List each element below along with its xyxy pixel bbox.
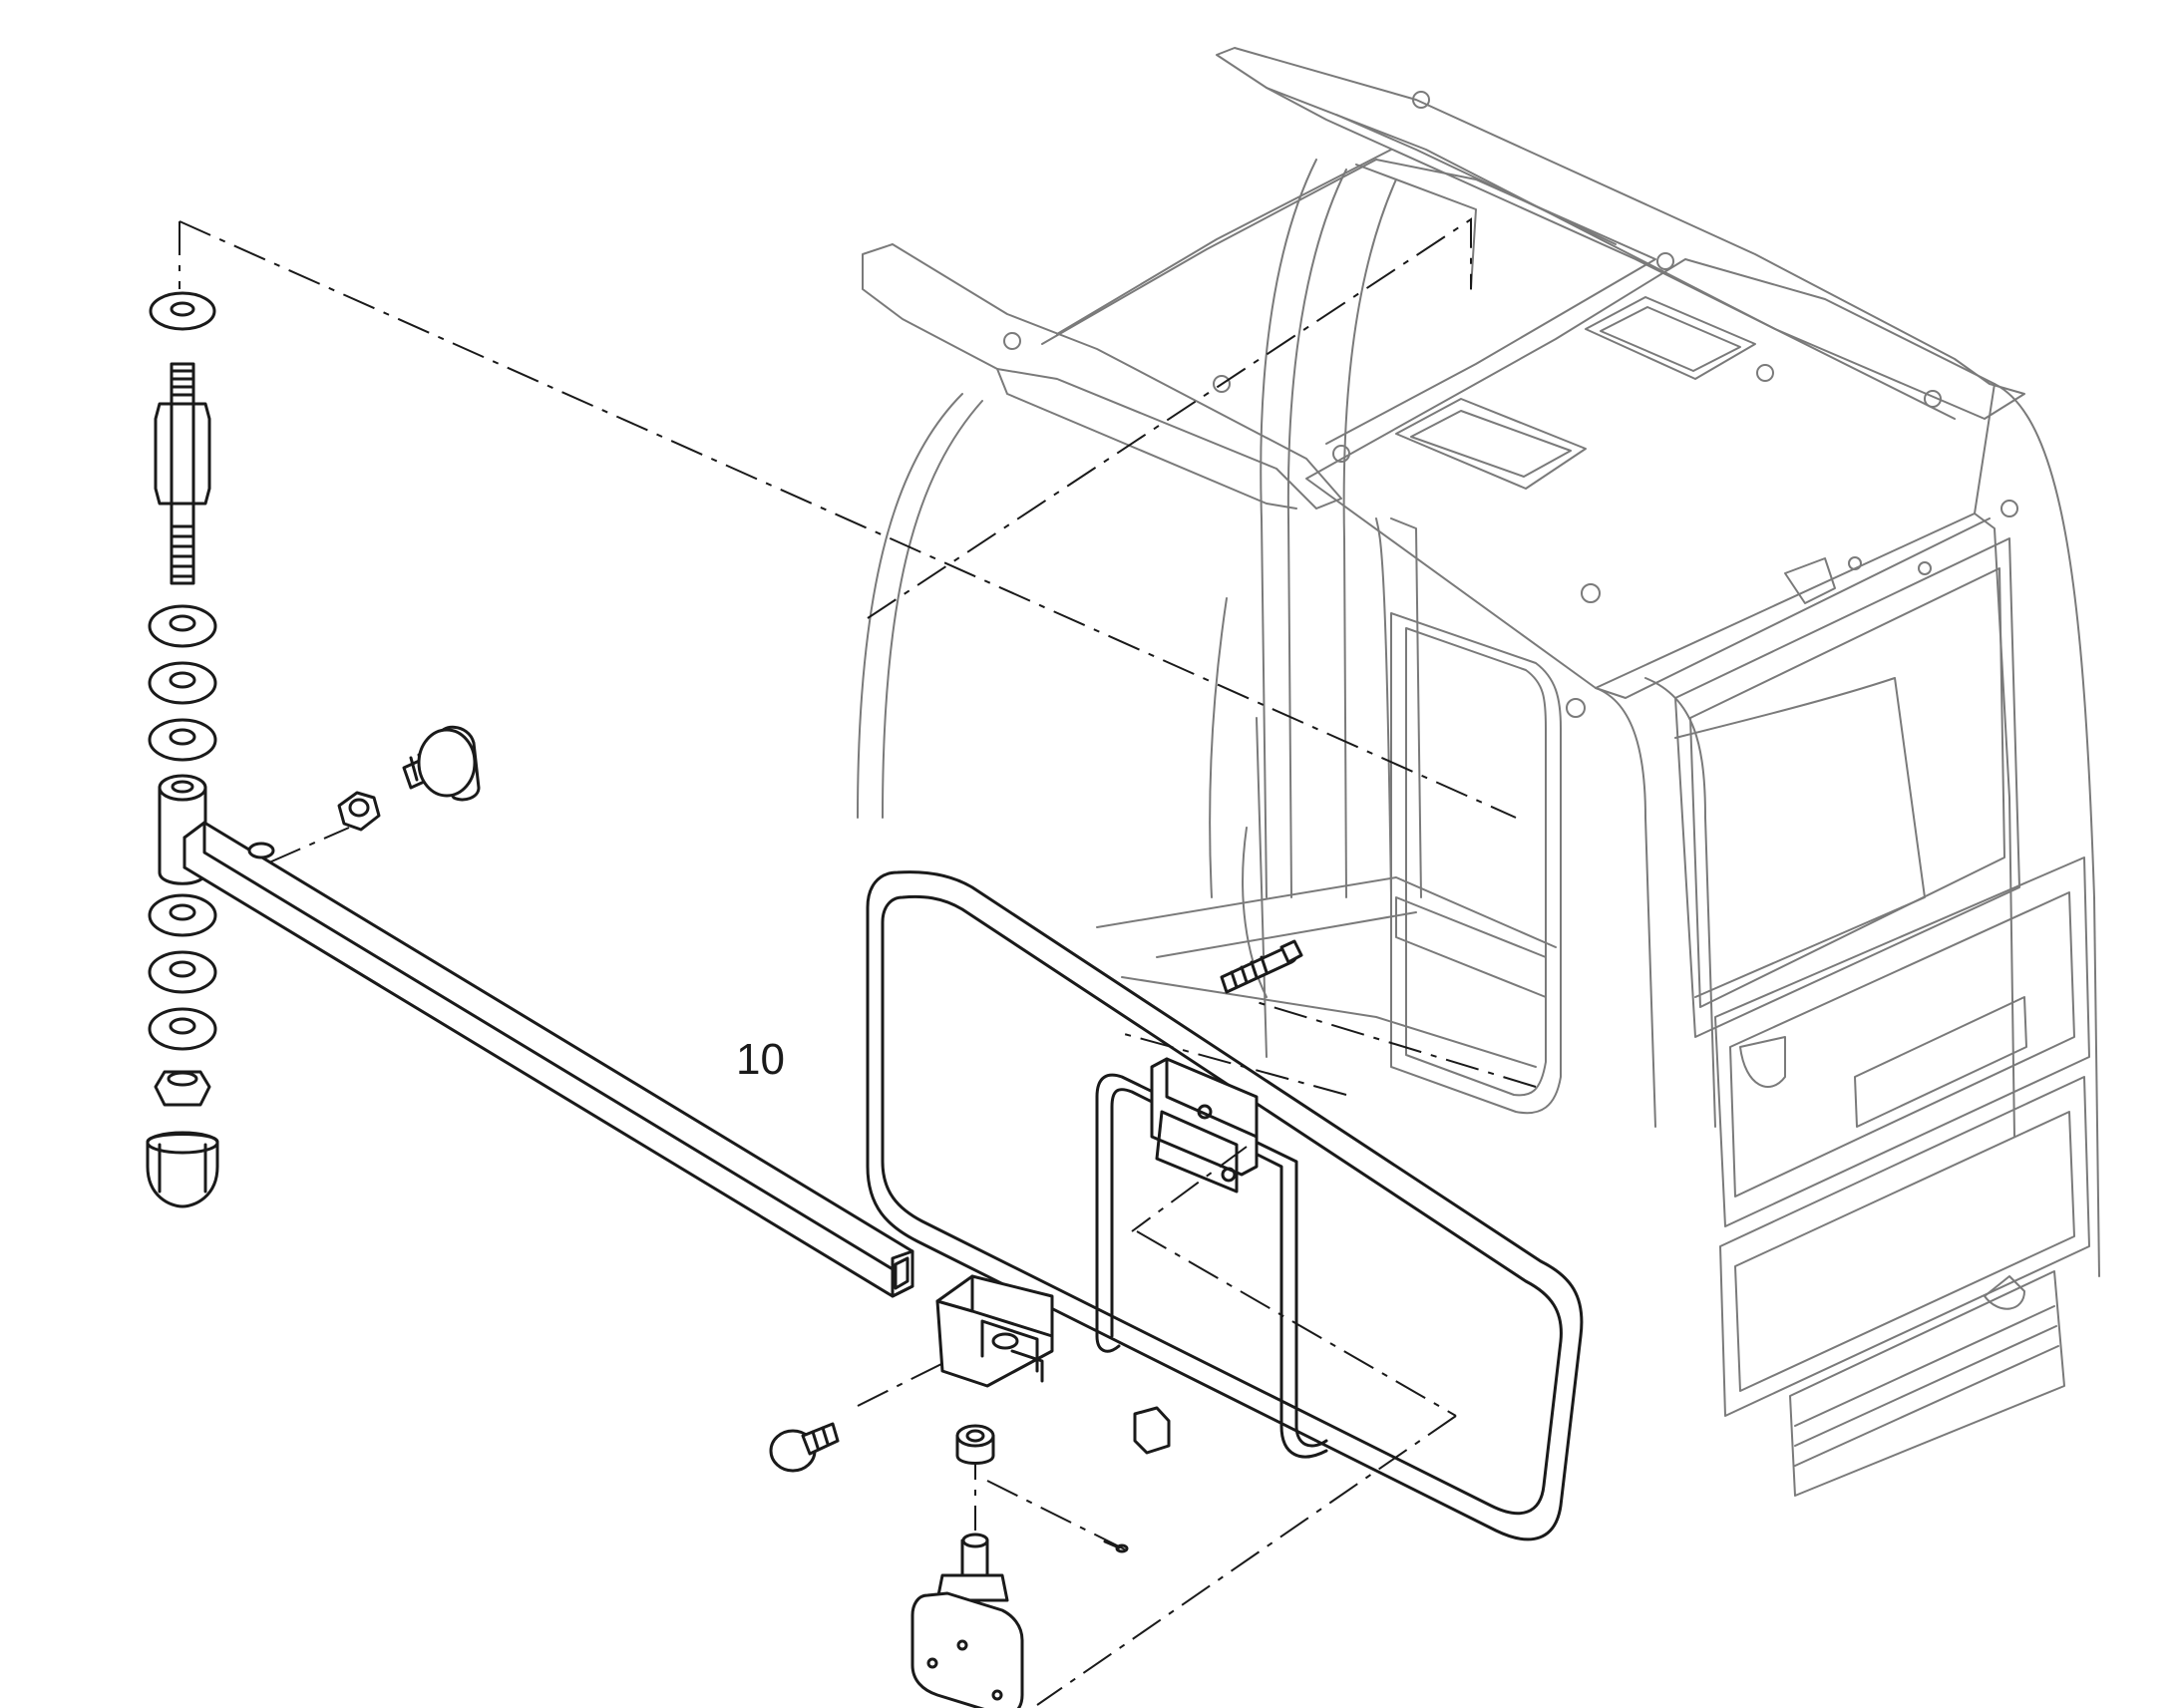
mount-bracket-block [935, 1274, 1054, 1388]
long-bolt [1220, 939, 1303, 994]
visor-rail-tube [182, 821, 914, 1298]
washer-stack-upper [148, 604, 217, 762]
cotter-pin [1103, 1539, 1129, 1553]
mount-fastener-stack [146, 291, 219, 1208]
visor-hinge-clip [1150, 1057, 1259, 1194]
pivot-plate [910, 1533, 1024, 1708]
hex-nut-upper [337, 791, 381, 832]
cap-nut-lower [146, 1131, 219, 1208]
threaded-stud [154, 362, 211, 585]
washer-top [149, 291, 216, 331]
thumb-knob-lower [769, 1422, 840, 1473]
hex-nut-lower [154, 1070, 211, 1107]
thumb-knob-upper [402, 725, 481, 802]
bushing [955, 1424, 995, 1465]
cab-frame [857, 47, 2100, 1497]
washer-stack-lower [148, 893, 217, 1051]
sun-visor-panel [866, 870, 1584, 1541]
frame-bolts [1003, 91, 2018, 718]
callout-label-10: 10 [736, 1035, 785, 1084]
rubber-stopper [1133, 1406, 1171, 1455]
